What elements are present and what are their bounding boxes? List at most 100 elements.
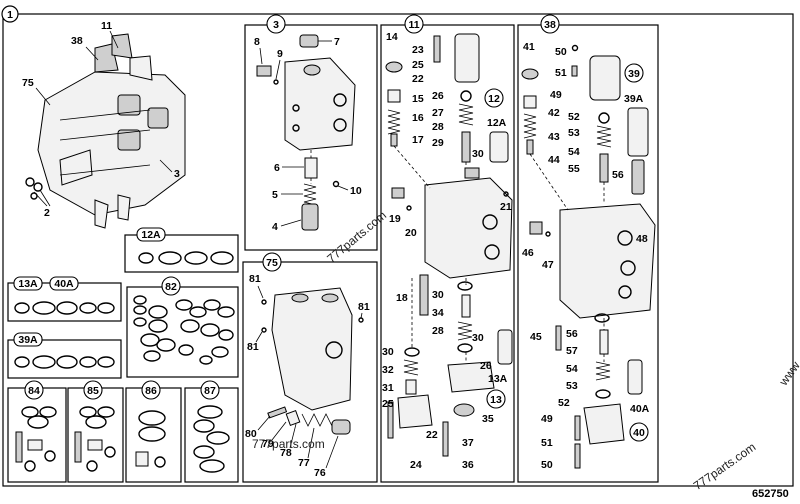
s75-label-81-b: 81 xyxy=(358,301,370,313)
main-callout-circle xyxy=(1,5,19,23)
s11-label-36: 36 xyxy=(462,459,474,471)
section-11-labels: 14 23 25 22 15 26 16 27 28 17 29 12 12A … xyxy=(382,31,512,471)
s38-label-49: 49 xyxy=(550,89,562,101)
s11-label-30-b: 30 xyxy=(432,289,444,301)
s11-label-25: 25 xyxy=(412,59,424,71)
s75-label-79: 79 xyxy=(262,438,274,450)
s11-label-19: 19 xyxy=(389,213,401,225)
section-75-labels: 81 81 81 80 79 78 77 76 xyxy=(245,273,370,479)
s38-label-54-b: 54 xyxy=(566,363,578,375)
s11-label-12a: 12A xyxy=(487,117,507,129)
section-75-label: 75 xyxy=(266,257,278,269)
kit-87-label: 87 xyxy=(204,385,216,397)
s11-label-35: 35 xyxy=(482,413,494,425)
s11-label-15: 15 xyxy=(412,93,424,105)
kit-82-panel: 82 xyxy=(126,276,239,378)
s3-label-10: 10 xyxy=(350,185,362,197)
s38-label-39: 39 xyxy=(628,68,640,80)
s38-label-47: 47 xyxy=(542,259,554,271)
s38-label-57: 57 xyxy=(566,345,578,357)
main-part-labels: 11 38 75 2 3 xyxy=(22,20,180,219)
s11-label-25-b: 25 xyxy=(382,398,394,410)
kit-85-panel: 85 xyxy=(67,380,124,483)
s75-label-81-a: 81 xyxy=(249,273,261,285)
s11-label-13: 13 xyxy=(490,394,502,406)
s38-label-53: 53 xyxy=(568,127,580,139)
s3-label-5: 5 xyxy=(272,189,278,201)
s38-label-41: 41 xyxy=(523,41,535,53)
s11-label-28-b: 28 xyxy=(432,325,444,337)
s11-label-17: 17 xyxy=(412,134,424,146)
s75-label-76: 76 xyxy=(314,467,326,479)
s38-label-50-b: 50 xyxy=(541,459,553,471)
kit-12a-panel: 12A xyxy=(124,227,239,273)
s3-label-4: 4 xyxy=(272,221,278,233)
s38-label-51: 51 xyxy=(555,67,567,79)
s3-label-9: 9 xyxy=(277,48,283,60)
part-label-2: 2 xyxy=(44,207,50,219)
main-callout: 1 xyxy=(1,5,19,23)
s11-label-22-b: 22 xyxy=(426,429,438,441)
kit-85-label: 85 xyxy=(87,385,99,397)
s11-label-20: 20 xyxy=(405,227,417,239)
s11-label-23: 23 xyxy=(412,44,424,56)
s3-label-6: 6 xyxy=(274,162,280,174)
main-valve-assembly xyxy=(25,33,186,229)
kit-84-label: 84 xyxy=(28,385,40,397)
kit-87-panel: 87 xyxy=(184,380,239,483)
s75-label-81-c: 81 xyxy=(247,341,259,353)
s38-label-39a: 39A xyxy=(624,93,644,105)
s38-label-51-b: 51 xyxy=(541,437,553,449)
section-75-panel: 75 xyxy=(242,252,378,483)
part-label-3: 3 xyxy=(174,168,180,180)
s38-label-54: 54 xyxy=(568,146,580,158)
s75-label-77: 77 xyxy=(298,457,310,469)
kit-86-panel: 86 xyxy=(125,380,182,483)
outer-frame xyxy=(2,13,794,487)
s11-label-21: 21 xyxy=(500,201,512,213)
kit-82-label: 82 xyxy=(165,281,177,293)
s38-label-44: 44 xyxy=(548,154,560,166)
s11-label-29: 29 xyxy=(432,137,444,149)
section-38-label: 38 xyxy=(544,19,556,31)
s38-label-56: 56 xyxy=(612,169,624,181)
s38-label-45: 45 xyxy=(530,331,542,343)
kit-86-label: 86 xyxy=(145,385,157,397)
part-label-75: 75 xyxy=(22,77,34,89)
s38-label-48: 48 xyxy=(636,233,648,245)
s38-label-55: 55 xyxy=(568,163,580,175)
s11-label-26-b: 26 xyxy=(480,360,492,372)
s38-label-40: 40 xyxy=(633,427,645,439)
s38-label-52-b: 52 xyxy=(558,397,570,409)
s11-label-32: 32 xyxy=(382,364,394,376)
s38-label-43: 43 xyxy=(548,131,560,143)
s3-label-7: 7 xyxy=(334,36,340,48)
watermark-2: 777parts.com xyxy=(252,437,325,451)
s11-label-16: 16 xyxy=(412,112,424,124)
section-11-label: 11 xyxy=(408,19,419,31)
s75-label-78: 78 xyxy=(280,447,292,459)
s11-label-12: 12 xyxy=(488,93,500,105)
s38-label-52: 52 xyxy=(568,111,580,123)
kit-13a-40a-panel: 13A 40A xyxy=(7,276,122,322)
s38-label-46: 46 xyxy=(522,247,534,259)
figure-number: 652750 xyxy=(752,488,789,500)
s11-label-14: 14 xyxy=(386,31,398,43)
s11-label-30-c: 30 xyxy=(472,332,484,344)
s11-label-30-d: 30 xyxy=(382,346,394,358)
part-label-11: 11 xyxy=(101,20,112,32)
section-38-panel: 38 xyxy=(517,14,659,483)
s3-label-8: 8 xyxy=(254,36,260,48)
s11-label-22: 22 xyxy=(412,73,424,85)
s11-label-30-a: 30 xyxy=(472,148,484,160)
part-label-38: 38 xyxy=(71,35,83,47)
s11-label-31: 31 xyxy=(382,382,394,394)
s38-label-50: 50 xyxy=(555,46,567,58)
watermark-4: www xyxy=(776,359,800,389)
section-3-panel: 3 xyxy=(244,14,378,251)
s38-label-40a: 40A xyxy=(630,403,650,415)
s11-label-28: 28 xyxy=(432,121,444,133)
section-38-labels: 41 50 51 49 52 42 53 43 54 44 55 39 39A … xyxy=(522,41,650,471)
kit-12a-label: 12A xyxy=(141,229,161,241)
